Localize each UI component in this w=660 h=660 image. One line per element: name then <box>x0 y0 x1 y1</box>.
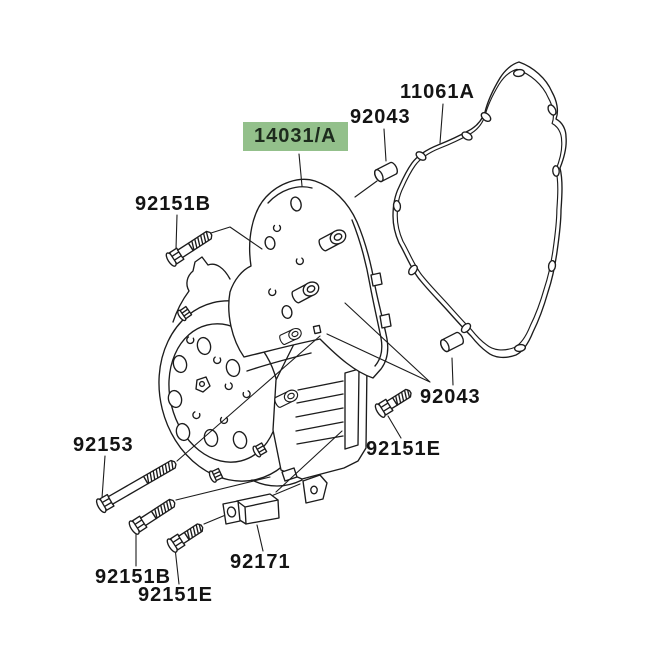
part-label-11061a[interactable]: 11061A <box>400 81 475 103</box>
bolt-92151e-lower <box>164 519 207 555</box>
cover-upper-hump <box>228 178 392 379</box>
part-label-92153[interactable]: 92153 <box>73 434 134 456</box>
leader-lines <box>101 103 454 585</box>
bolt-92151b-upper <box>163 226 216 269</box>
part-92171-block <box>222 493 280 525</box>
part-label-92171[interactable]: 92171 <box>230 551 291 573</box>
dowel-pin-92043-upper <box>372 160 400 184</box>
dowel-pin-92043-lower <box>438 330 466 354</box>
engine-cover-drawing <box>158 178 392 504</box>
gasket-drawing <box>392 61 567 359</box>
part-label-92151b-lower[interactable]: 92151B <box>95 566 172 588</box>
part-label-92043-upper[interactable]: 92043 <box>350 106 411 128</box>
cover-left-brackets <box>172 256 231 323</box>
part-label-14031a[interactable]: 14031/A <box>243 122 348 151</box>
part-label-92043-lower[interactable]: 92043 <box>420 386 481 408</box>
part-label-92151e-lower[interactable]: 92151E <box>138 584 213 606</box>
bolt-92151b-lower <box>126 494 179 537</box>
bolt-92151e-right <box>372 384 415 420</box>
part-label-92151b-upper[interactable]: 92151B <box>135 193 212 215</box>
part-label-92151e-right[interactable]: 92151E <box>366 438 441 460</box>
